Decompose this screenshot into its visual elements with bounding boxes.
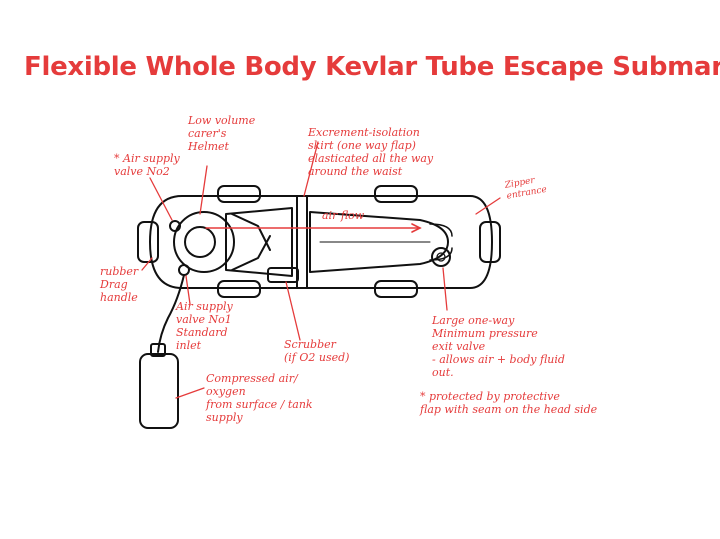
- label-skirt: Excrement-isolation skirt (one way flap)…: [308, 126, 433, 178]
- label-exit-valve: Large one-way Minimum pressure exit valv…: [432, 314, 565, 379]
- leader-handle: [142, 258, 152, 270]
- label-air-valve-1: Air supply valve No1 Standard inlet: [176, 300, 233, 352]
- head: [185, 227, 215, 257]
- leader-scrubber: [286, 282, 300, 340]
- air-tank: [140, 354, 178, 428]
- pad-foot-end: [480, 222, 500, 262]
- leader-tank: [176, 388, 204, 398]
- label-scrubber: Scrubber (if O2 used): [284, 338, 349, 364]
- label-air-tank: Compressed air/ oxygen from surface / ta…: [206, 372, 313, 424]
- pad-top-left: [218, 186, 260, 202]
- arm-lower: [232, 236, 270, 270]
- pad-head-end: [138, 222, 158, 262]
- torso: [226, 208, 292, 276]
- label-air-valve-2: * Air supply valve No2: [114, 152, 180, 178]
- label-airflow: air flow: [322, 209, 364, 222]
- label-drag-handle: rubber Drag handle: [100, 265, 138, 304]
- air-valve-1: [179, 265, 189, 275]
- label-helmet: Low volume carer's Helmet: [188, 114, 255, 153]
- pad-top-right: [375, 186, 417, 202]
- label-protected: * protected by protective flap with seam…: [420, 390, 597, 416]
- leader-helmet: [200, 166, 207, 214]
